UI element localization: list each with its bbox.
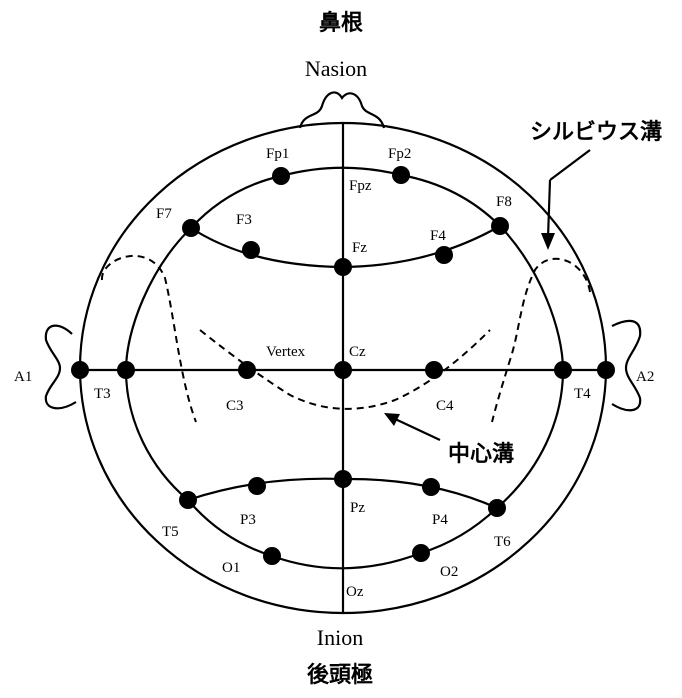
central-annotation: 中心溝 xyxy=(448,441,514,467)
electrodes xyxy=(71,166,615,565)
sylvian-pointer-line xyxy=(549,149,591,181)
electrode-fp1 xyxy=(272,167,290,185)
label-c4: C4 xyxy=(436,398,454,414)
electrode-f4 xyxy=(435,246,453,264)
electrode-f3 xyxy=(242,241,260,259)
label-fz: Fz xyxy=(352,240,367,256)
label-pz: Pz xyxy=(350,500,365,516)
right-ear-outline xyxy=(611,319,642,412)
electrode-t5 xyxy=(179,491,197,509)
electrode-o2 xyxy=(412,544,430,562)
label-t3: T3 xyxy=(94,386,111,402)
label-fpz: Fpz xyxy=(349,178,372,194)
inion-label: Inion xyxy=(317,625,363,650)
sylvian-arrow-shaft xyxy=(546,179,552,239)
electrode-t3 xyxy=(117,361,135,379)
central-arrowhead xyxy=(384,413,400,426)
electrode-fp2 xyxy=(392,166,410,184)
sylvian-annotation: シルビウス溝 xyxy=(530,119,662,145)
right-sylvian-fissure xyxy=(491,258,591,423)
label-oz: Oz xyxy=(346,584,364,600)
electrode-c4 xyxy=(425,361,443,379)
electrode-f7 xyxy=(182,219,200,237)
nasion-jp-label: 鼻根 xyxy=(319,10,363,36)
electrode-t6 xyxy=(488,499,506,517)
electrode-c3 xyxy=(238,361,256,379)
electrode-labels: Fp1 Fp2 Fpz F7 F8 F3 F4 Fz A1 T3 Vertex … xyxy=(14,146,654,600)
left-sylvian-fissure xyxy=(100,255,197,423)
label-t6: T6 xyxy=(494,534,511,550)
electrode-fz xyxy=(334,258,352,276)
electrode-pz xyxy=(334,470,352,488)
central-arrow-shaft xyxy=(392,417,441,441)
label-f8: F8 xyxy=(496,194,512,210)
nose-outline xyxy=(298,91,386,129)
label-p4: P4 xyxy=(432,512,448,528)
label-t5: T5 xyxy=(162,524,179,540)
label-a1: A1 xyxy=(14,369,32,385)
electrode-cz xyxy=(334,361,352,379)
sylvian-arrowhead xyxy=(541,233,555,250)
label-fp1: Fp1 xyxy=(266,146,289,162)
label-vertex: Vertex xyxy=(266,344,306,360)
label-o1: O1 xyxy=(222,560,240,576)
label-a2: A2 xyxy=(636,369,654,385)
electrode-a1 xyxy=(71,361,89,379)
label-cz: Cz xyxy=(349,344,366,360)
label-f4: F4 xyxy=(430,228,446,244)
electrode-f8 xyxy=(491,217,509,235)
label-f3: F3 xyxy=(236,212,252,228)
electrode-p3 xyxy=(248,477,266,495)
electrode-o1 xyxy=(263,547,281,565)
inion-jp-label: 後頭極 xyxy=(307,662,373,688)
left-ear-outline xyxy=(44,324,77,410)
label-t4: T4 xyxy=(574,386,591,402)
electrode-t4 xyxy=(554,361,572,379)
electrode-p4 xyxy=(422,478,440,496)
nasion-label: Nasion xyxy=(305,56,367,81)
label-fp2: Fp2 xyxy=(388,146,411,162)
label-p3: P3 xyxy=(240,512,256,528)
label-c3: C3 xyxy=(226,398,244,414)
inner-ring-outline xyxy=(124,166,565,570)
label-f7: F7 xyxy=(156,206,172,222)
electrode-a2 xyxy=(597,361,615,379)
label-o2: O2 xyxy=(440,564,458,580)
